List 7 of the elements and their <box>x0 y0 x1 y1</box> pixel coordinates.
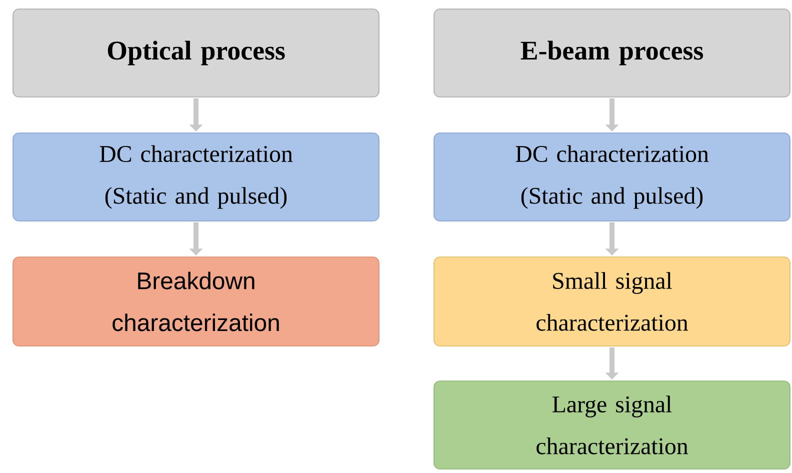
process-box: Large signal characterization <box>434 380 790 470</box>
heading-box: E-beam process <box>434 8 790 98</box>
heading-box: Optical process <box>12 8 380 98</box>
process-box: Breakdown characterization <box>12 256 380 346</box>
process-box: DC characterization (Static and pulsed) <box>434 132 790 222</box>
process-box: DC characterization (Static and pulsed) <box>12 132 380 222</box>
process-box: Small signal characterization <box>434 256 790 346</box>
